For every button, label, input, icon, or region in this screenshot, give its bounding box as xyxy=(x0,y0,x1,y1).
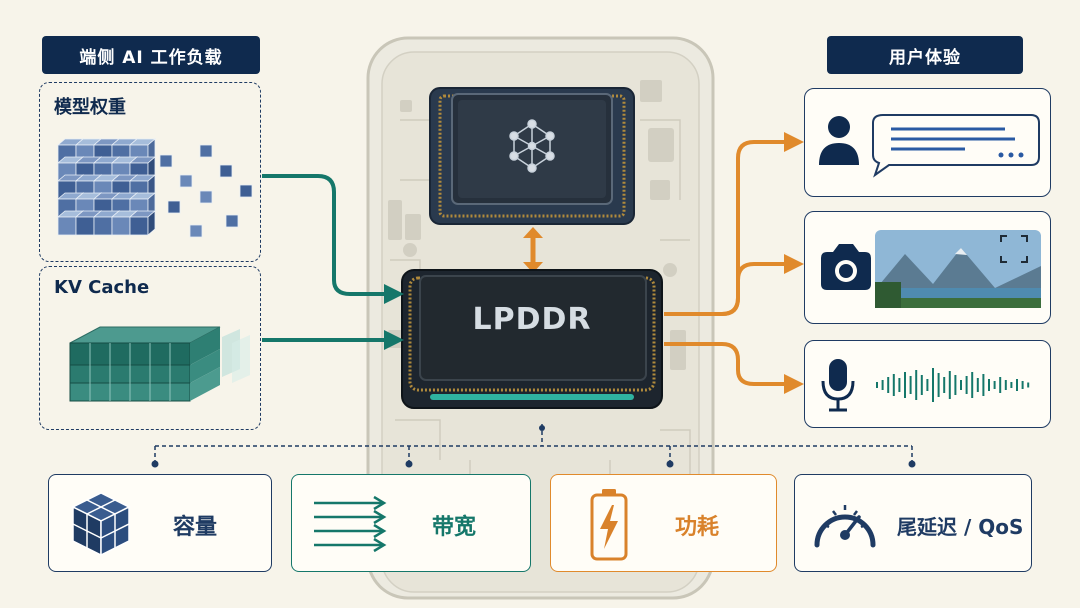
metrics-connector xyxy=(151,424,916,468)
metric-label: 带宽 xyxy=(432,515,477,540)
cube-weights-icon xyxy=(56,138,253,238)
lpddr-chip: LPDDR xyxy=(400,268,664,410)
parallel-arrows-icon xyxy=(314,495,387,553)
battery-bolt-icon xyxy=(590,489,628,561)
metric-capacity: 容量 xyxy=(48,474,272,572)
workload-flow-arrows xyxy=(262,174,404,350)
metric-label: 功耗 xyxy=(675,515,720,540)
experience-camera xyxy=(804,211,1051,324)
workload-label: 模型权重 xyxy=(54,97,126,118)
cube-stack-icon xyxy=(71,492,131,557)
metric-bandwidth: 带宽 xyxy=(291,474,531,572)
lpddr-label: LPDDR xyxy=(472,302,592,337)
metric-label: 容量 xyxy=(173,515,218,540)
user-chat-icon xyxy=(819,114,1040,178)
workload-panel-model-weights: 模型权重 xyxy=(39,82,261,262)
metric-power: 功耗 xyxy=(550,474,777,572)
kv-cache-layers-icon xyxy=(69,326,250,402)
right-header: 用户体验 xyxy=(827,36,1023,74)
workload-label: KV Cache xyxy=(54,277,150,298)
bidirectional-arrow-icon xyxy=(523,227,543,273)
speedometer-icon xyxy=(814,505,876,548)
camera-photo-icon xyxy=(821,230,1041,308)
processor-chip xyxy=(429,87,635,225)
workload-panel-kv-cache: KV Cache xyxy=(39,266,261,430)
microphone-waveform-icon xyxy=(821,359,1030,412)
metric-latency: 尾延迟 / QoS xyxy=(794,474,1032,572)
left-header: 端侧 AI 工作负载 xyxy=(42,36,260,74)
experience-chat xyxy=(804,88,1051,197)
experience-flow-arrows xyxy=(664,132,804,394)
metric-label: 尾延迟 / QoS xyxy=(897,515,1024,539)
experience-voice xyxy=(804,340,1051,428)
